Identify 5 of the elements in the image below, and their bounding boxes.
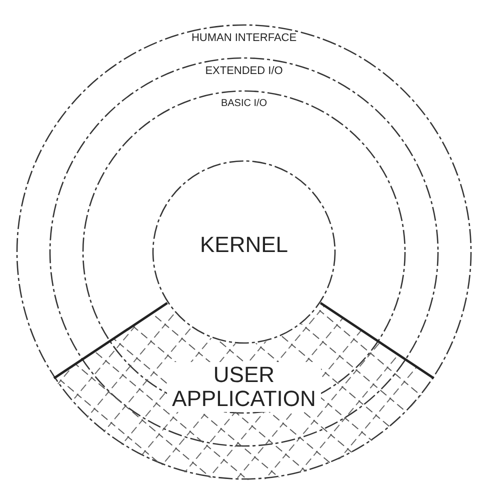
ring-label: EXTENDED I/O [205, 65, 283, 77]
ring-label: HUMAN INTERFACE [191, 32, 297, 44]
ring-label: BASIC I/O [220, 98, 268, 109]
sector-label: USER APPLICATION [166, 362, 321, 412]
kernel-label: KERNEL [200, 232, 288, 258]
